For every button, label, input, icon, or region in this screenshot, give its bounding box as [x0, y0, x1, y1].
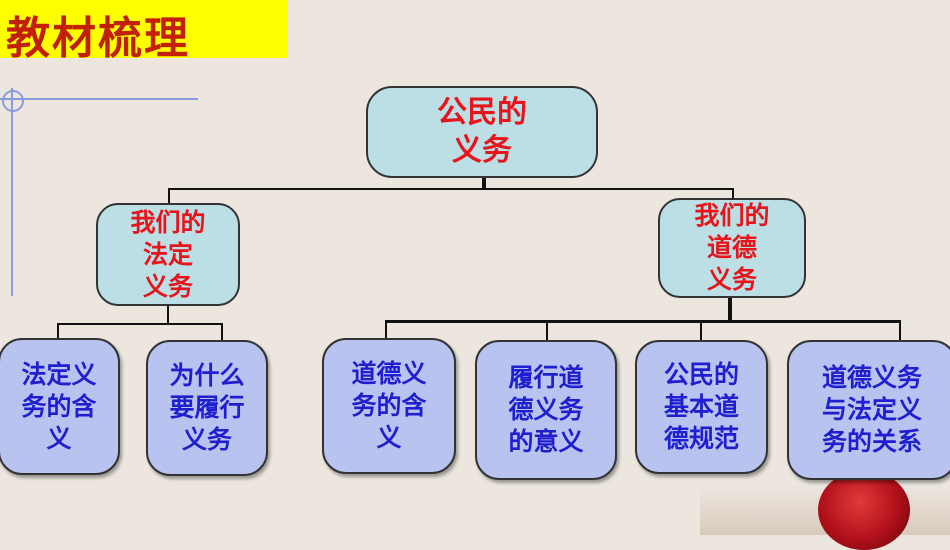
- connector: [57, 323, 223, 325]
- connector: [385, 320, 901, 323]
- connector: [482, 176, 486, 190]
- decorative-line: [0, 98, 198, 100]
- leaf-relationship: 道德义务 与法定义 务的关系: [787, 340, 950, 480]
- connector: [385, 320, 387, 339]
- leaf-why-fulfill: 为什么 要履行 义务: [146, 340, 268, 476]
- connector: [732, 188, 734, 199]
- connector: [899, 320, 901, 341]
- node-moral-duties: 我们的 道德 义务: [658, 198, 806, 298]
- leaf-basic-norms: 公民的 基本道 德规范: [635, 340, 768, 474]
- leaf-moral-significance: 履行道 德义务 的意义: [475, 340, 617, 480]
- connector: [546, 320, 548, 341]
- decorative-circle-icon: [2, 90, 24, 112]
- decorative-line: [11, 88, 13, 296]
- leaf-legal-meaning: 法定义 务的含 义: [0, 338, 120, 475]
- rose-image: [818, 470, 910, 550]
- connector: [168, 188, 734, 190]
- connector: [168, 188, 170, 204]
- leaf-moral-meaning: 道德义 务的含 义: [322, 338, 456, 474]
- connector: [728, 297, 732, 321]
- connector: [221, 323, 223, 341]
- node-legal-duties: 我们的 法定 义务: [96, 203, 240, 306]
- node-root: 公民的 义务: [366, 86, 598, 178]
- connector: [700, 320, 702, 341]
- title-banner: 教材梳理: [0, 0, 288, 64]
- connector: [57, 323, 59, 339]
- connector: [167, 304, 169, 324]
- page-title: 教材梳理: [6, 13, 190, 64]
